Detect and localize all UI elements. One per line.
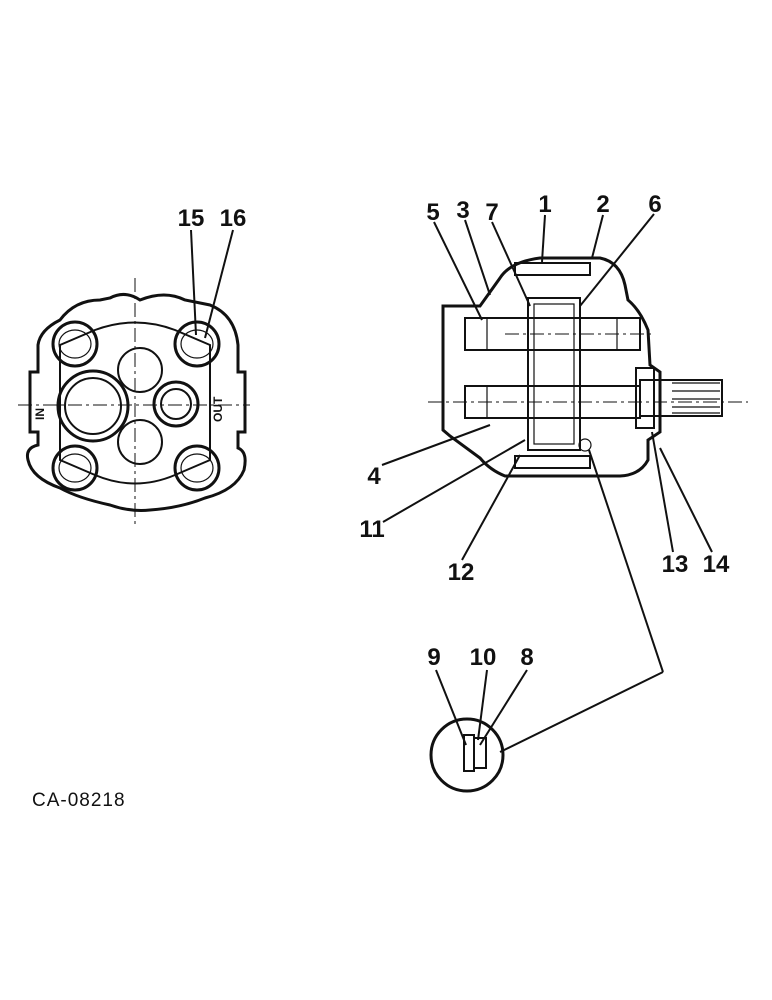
drawing-number: CA-08218 [32, 790, 126, 811]
callout-4: 4 [367, 463, 381, 490]
callout-16: 16 [220, 205, 247, 232]
callout-labels: 1 2 3 4 5 6 7 8 9 10 11 12 13 14 15 16 [178, 191, 730, 671]
out-port-label: OUT [211, 396, 225, 422]
in-port-label: IN [33, 408, 47, 420]
bolt-boss-bottom-left [51, 444, 99, 492]
leader-lines [381, 213, 713, 746]
bolt-boss-bottom-right [173, 444, 221, 492]
callout-7: 7 [485, 199, 498, 226]
callout-6: 6 [648, 191, 661, 218]
bolt-boss-top-left [51, 320, 99, 368]
callout-13: 13 [662, 551, 689, 578]
callout-10: 10 [470, 644, 497, 671]
callout-12: 12 [448, 559, 475, 586]
callout-8: 8 [520, 644, 533, 671]
outlet-port [152, 380, 200, 428]
callout-5: 5 [426, 199, 439, 226]
callout-9: 9 [427, 644, 440, 671]
bolt-boss-top-right [173, 320, 221, 368]
pump-section-view [428, 256, 748, 478]
callout-14: 14 [703, 551, 730, 578]
callout-11: 11 [359, 516, 384, 543]
callout-15: 15 [178, 205, 205, 232]
callout-3: 3 [456, 197, 469, 224]
callout-1: 1 [538, 191, 551, 218]
seal-detail-view [429, 449, 664, 793]
pump-end-view: IN OUT [18, 229, 250, 528]
callout-2: 2 [596, 191, 609, 218]
inlet-port [56, 369, 130, 443]
